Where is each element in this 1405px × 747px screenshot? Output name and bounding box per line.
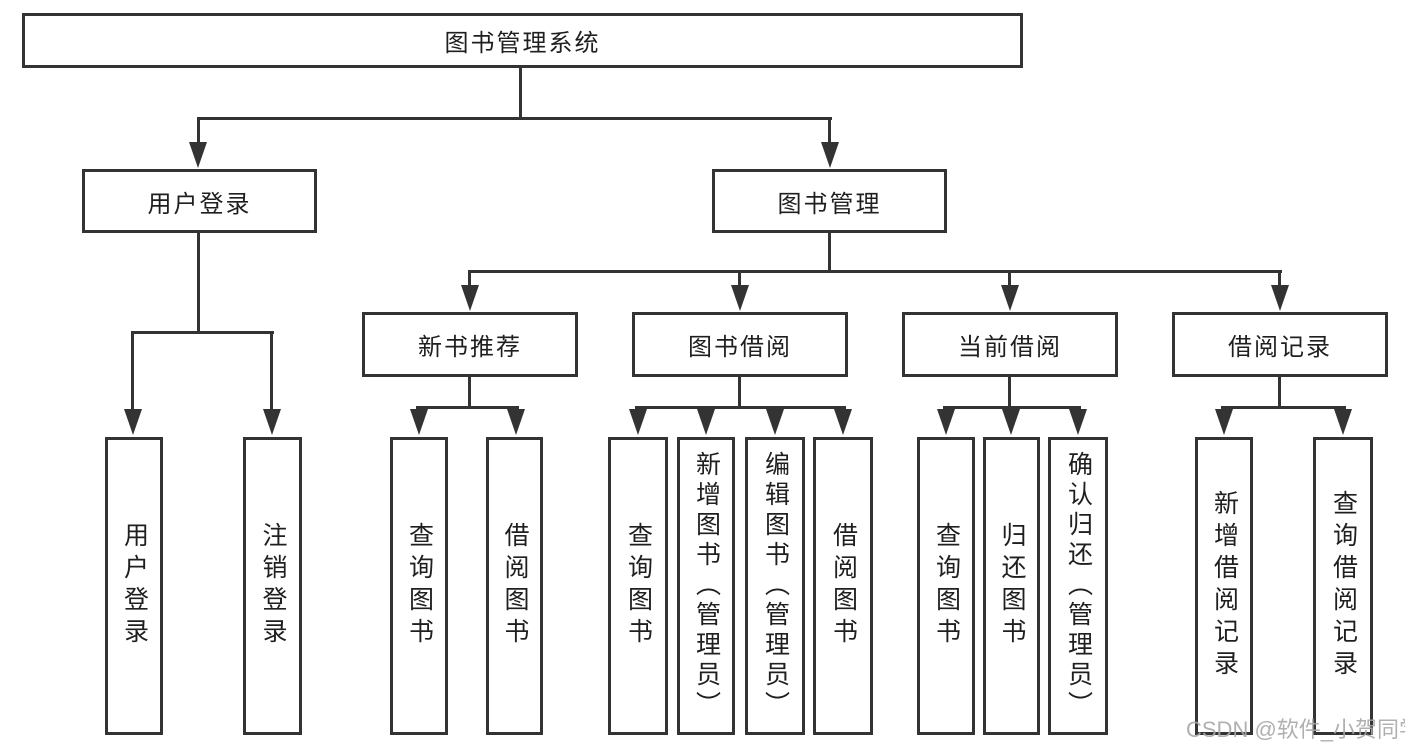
connector-user-login-drop	[197, 120, 200, 145]
leaf-logout-label: 注销登录	[259, 522, 287, 650]
leaf-user-login: 用户登录	[105, 437, 163, 735]
connector-login-leaf-drop	[131, 334, 134, 410]
leaf-logout: 注销登录	[243, 437, 302, 735]
arrowhead-bookborrow-leaf4	[834, 409, 852, 435]
leaf-borrow-edit-admin-label: 编辑图书（管理员）	[761, 451, 790, 721]
arrowhead-newbook-leaf2	[507, 409, 525, 435]
leaf-confirm-return-admin-label: 确认归还（管理员）	[1064, 451, 1093, 721]
arrowhead-login-leaf	[124, 409, 142, 435]
arrowhead-borrowrecord-leaf2	[1334, 409, 1352, 435]
arrowhead-bookborrow-leaf2	[697, 409, 715, 435]
leaf-user-login-label: 用户登录	[120, 522, 149, 650]
connector-currentborrow-drop	[1008, 273, 1011, 287]
arrowhead-currentborrow-leaf1	[937, 409, 955, 435]
node-book-management: 图书管理	[712, 169, 947, 233]
leaf-record-query: 查询借阅记录	[1313, 437, 1373, 735]
arrowhead-logout-leaf	[263, 409, 281, 435]
arrowhead-currentborrow-leaf2	[1002, 409, 1020, 435]
leaf-borrow-edit-admin: 编辑图书（管理员）	[745, 437, 805, 735]
connector-logout-leaf-drop	[270, 334, 273, 410]
arrowhead-user-login	[189, 142, 207, 168]
leaf-borrow-query-label: 查询图书	[624, 522, 653, 650]
leaf-confirm-return-admin: 确认归还（管理员）	[1048, 437, 1108, 735]
connector-root-stem	[519, 68, 522, 119]
node-borrow-record: 借阅记录	[1172, 312, 1388, 377]
csdn-watermark: CSDN @软件_小贺同学	[1186, 717, 1405, 742]
connector-book-mgmt-stem	[828, 233, 831, 273]
connector-bookborrow-stem	[738, 377, 741, 409]
arrowhead-borrowrecord-leaf1	[1215, 409, 1233, 435]
leaf-newbook-borrow-label: 借阅图书	[501, 522, 529, 650]
arrowhead-currentborrow	[1001, 285, 1019, 311]
leaf-record-add-label: 新增借阅记录	[1210, 490, 1239, 682]
node-user-login: 用户登录	[82, 169, 317, 233]
arrowhead-borrowrecord	[1271, 285, 1289, 311]
connector-user-login-stem	[197, 233, 200, 333]
connector-level2-branch	[468, 270, 1282, 273]
leaf-borrow-book: 借阅图书	[813, 437, 873, 735]
leaf-newbook-query-label: 查询图书	[405, 522, 434, 650]
arrowhead-bookborrow-leaf1	[629, 409, 647, 435]
arrowhead-bookborrow-leaf3	[766, 409, 784, 435]
connector-newbook-drop	[468, 273, 471, 287]
leaf-borrow-add-admin: 新增图书（管理员）	[677, 437, 735, 735]
node-current-borrow: 当前借阅	[902, 312, 1118, 377]
connector-newbook-leafbranch	[416, 406, 519, 409]
connector-borrowrecord-drop	[1278, 273, 1281, 287]
leaf-newbook-borrow: 借阅图书	[486, 437, 543, 735]
leaf-current-query: 查询图书	[917, 437, 975, 735]
node-root-label: 图书管理系统	[444, 30, 601, 57]
node-book-management-label: 图书管理	[777, 190, 882, 218]
node-new-book-recommend-label: 新书推荐	[418, 334, 522, 361]
leaf-borrow-query: 查询图书	[608, 437, 668, 735]
connector-bookborrow-leafbranch	[635, 406, 846, 409]
leaf-newbook-query: 查询图书	[390, 437, 448, 735]
leaf-record-add: 新增借阅记录	[1195, 437, 1253, 735]
connector-level1-branch	[197, 117, 832, 120]
leaf-borrow-book-label: 借阅图书	[829, 522, 858, 650]
node-borrow-record-label: 借阅记录	[1228, 334, 1332, 361]
leaf-current-query-label: 查询图书	[932, 522, 961, 650]
connector-borrowrecord-stem	[1278, 377, 1281, 409]
connector-book-mgmt-drop	[828, 120, 831, 145]
leaf-current-return-label: 归还图书	[998, 522, 1026, 650]
arrowhead-newbook-leaf1	[410, 409, 428, 435]
connector-currentborrow-leafbranch	[943, 406, 1081, 409]
connector-user-login-branch	[131, 331, 274, 334]
arrowhead-book-mgmt	[821, 142, 839, 168]
connector-currentborrow-stem	[1008, 377, 1011, 409]
node-user-login-label: 用户登录	[147, 190, 252, 218]
connector-borrowrecord-leafbranch	[1221, 406, 1346, 409]
arrowhead-newbook	[461, 285, 479, 311]
leaf-borrow-add-admin-label: 新增图书（管理员）	[692, 451, 721, 721]
connector-newbook-stem	[468, 377, 471, 409]
connector-bookborrow-drop	[738, 273, 741, 287]
arrowhead-bookborrow	[731, 285, 749, 311]
node-book-borrow-label: 图书借阅	[688, 334, 792, 361]
node-root: 图书管理系统	[22, 13, 1023, 68]
node-book-borrow: 图书借阅	[632, 312, 848, 377]
leaf-record-query-label: 查询借阅记录	[1329, 490, 1358, 682]
arrowhead-currentborrow-leaf3	[1069, 409, 1087, 435]
leaf-current-return: 归还图书	[983, 437, 1040, 735]
node-current-borrow-label: 当前借阅	[958, 334, 1062, 361]
node-new-book-recommend: 新书推荐	[362, 312, 578, 377]
